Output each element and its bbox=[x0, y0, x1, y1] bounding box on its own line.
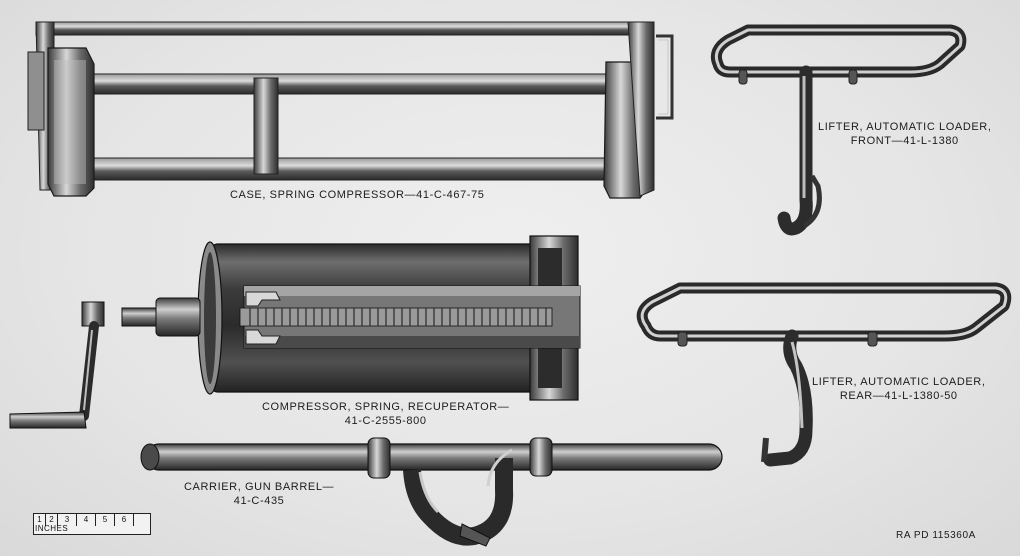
scale-mark: 5 bbox=[96, 514, 115, 526]
crank-handle bbox=[9, 301, 105, 429]
scale-mark: 1 bbox=[34, 514, 46, 526]
scale-mark: 4 bbox=[77, 514, 96, 526]
caption-lifter-front: LIFTER, AUTOMATIC LOADER, FRONT—41-L-138… bbox=[818, 120, 992, 148]
caption-line: CASE, SPRING COMPRESSOR—41-C-467-75 bbox=[230, 189, 485, 201]
caption-line: 41-C-2555-800 bbox=[344, 415, 427, 427]
caption-case-spring-compressor: CASE, SPRING COMPRESSOR—41-C-467-75 bbox=[230, 188, 485, 202]
caption-line: 41-C-435 bbox=[233, 495, 285, 507]
lifter-front bbox=[710, 24, 967, 236]
caption-line: CARRIER, GUN BARREL— bbox=[184, 481, 335, 493]
caption-line: LIFTER, AUTOMATIC LOADER, bbox=[818, 121, 992, 133]
caption-compressor: COMPRESSOR, SPRING, RECUPERATOR— 41-C-25… bbox=[262, 400, 509, 428]
lifter-rear bbox=[636, 282, 1012, 467]
scale-mark: 2 bbox=[46, 514, 58, 526]
inch-scale: 1 2 3 4 5 6 INCHES bbox=[33, 513, 151, 535]
caption-line: FRONT—41-L-1380 bbox=[850, 135, 959, 147]
caption-carrier: CARRIER, GUN BARREL— 41-C-435 bbox=[184, 480, 334, 508]
compressor-spring-recuperator bbox=[121, 235, 581, 401]
caption-line: LIFTER, AUTOMATIC LOADER, bbox=[812, 376, 986, 388]
scale-unit: INCHES bbox=[35, 524, 69, 533]
caption-line: COMPRESSOR, SPRING, RECUPERATOR— bbox=[262, 401, 510, 413]
reference-number: RA PD 115360A bbox=[896, 530, 976, 541]
scale-mark: 3 bbox=[58, 514, 77, 526]
caption-lifter-rear: LIFTER, AUTOMATIC LOADER, REAR—41-L-1380… bbox=[812, 375, 986, 403]
caption-line: REAR—41-L-1380-50 bbox=[839, 390, 958, 402]
carrier-gun-barrel bbox=[140, 437, 723, 547]
case-spring-compressor bbox=[27, 21, 674, 199]
scale-mark: 6 bbox=[115, 514, 134, 526]
